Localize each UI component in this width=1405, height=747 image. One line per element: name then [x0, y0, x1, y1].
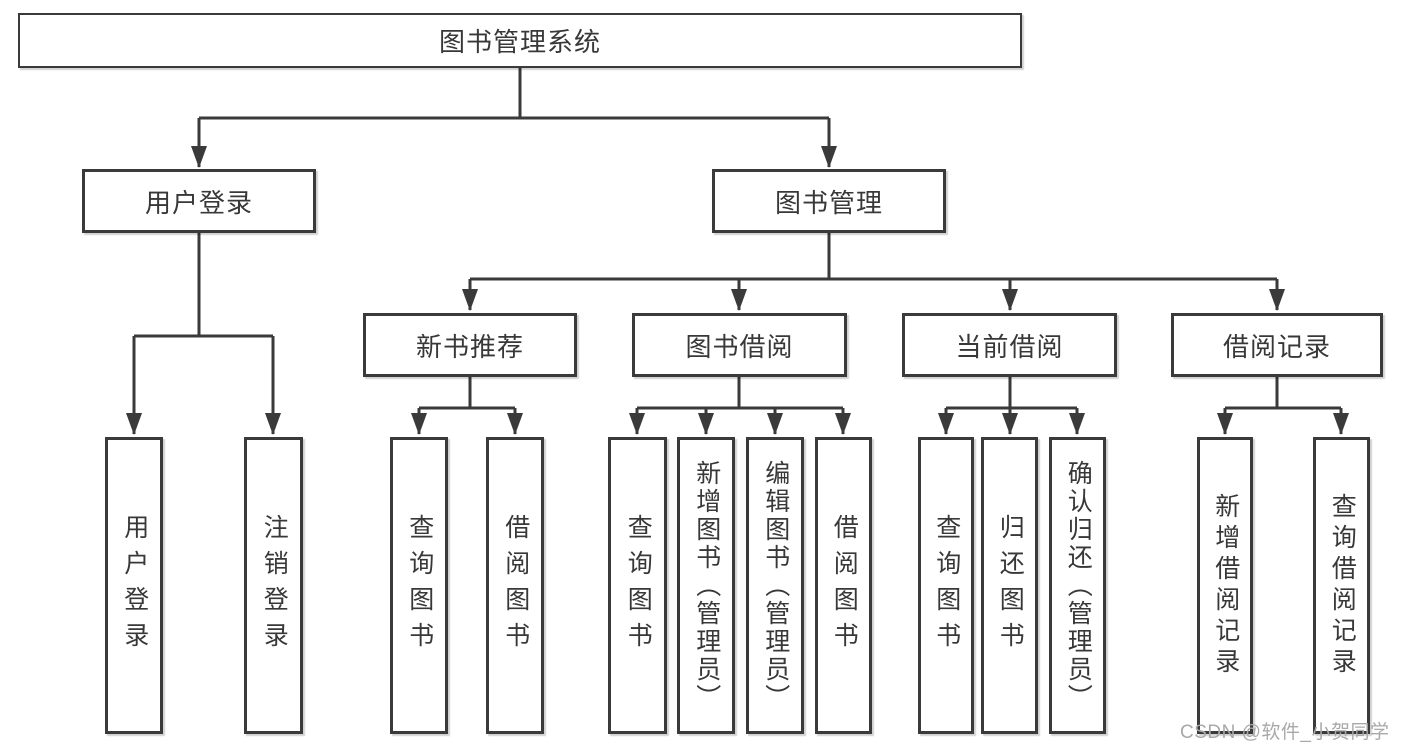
node-book-borrow: 图书借阅 — [632, 313, 847, 377]
leaf-label: 借阅图书 — [501, 513, 530, 658]
node-label: 用户登录 — [144, 187, 253, 218]
leaf-label: 注销登录 — [260, 513, 289, 658]
node-book-management: 图书管理 — [712, 169, 946, 233]
leaf-recommend-borrow-books: 借阅图书 — [486, 437, 544, 734]
leaf-edit-books-admin: 编辑图书（管理员） — [746, 437, 804, 734]
node-borrow-records: 借阅记录 — [1171, 313, 1383, 377]
leaf-label: 归还图书 — [996, 513, 1025, 658]
leaf-return-books: 归还图书 — [981, 437, 1038, 734]
leaf-label: 查询图书 — [405, 513, 434, 658]
leaf-label: 用户登录 — [120, 513, 149, 658]
leaf-label: 新增借阅记录 — [1211, 492, 1240, 679]
leaf-current-query-books: 查询图书 — [918, 437, 974, 734]
leaf-label: 借阅图书 — [830, 513, 859, 658]
node-label: 当前借阅 — [955, 331, 1064, 362]
node-library-management-system: 图书管理系统 — [18, 13, 1022, 68]
node-label: 借阅记录 — [1222, 331, 1331, 362]
leaf-label: 新增图书（管理员） — [692, 459, 721, 712]
leaf-label: 查询图书 — [932, 513, 961, 658]
leaf-label: 查询借阅记录 — [1328, 492, 1357, 679]
node-label: 图书借阅 — [685, 331, 794, 362]
node-current-borrow: 当前借阅 — [902, 313, 1117, 377]
node-label: 新书推荐 — [415, 331, 524, 362]
node-user-login: 用户登录 — [82, 169, 316, 233]
node-label: 图书管理 — [774, 187, 883, 218]
leaf-user-login: 用户登录 — [105, 437, 163, 734]
node-label: 图书管理系统 — [438, 27, 601, 57]
leaf-query-borrow-record: 查询借阅记录 — [1313, 437, 1370, 734]
leaf-borrow-books: 借阅图书 — [815, 437, 872, 734]
node-new-book-recommend: 新书推荐 — [363, 313, 577, 377]
leaf-add-borrow-record: 新增借阅记录 — [1197, 437, 1253, 734]
leaf-label: 确认归还（管理员） — [1064, 459, 1093, 712]
leaf-confirm-return-admin: 确认归还（管理员） — [1049, 437, 1106, 734]
leaf-label: 查询图书 — [624, 513, 653, 658]
leaf-add-books-admin: 新增图书（管理员） — [677, 437, 735, 734]
leaf-recommend-query-books: 查询图书 — [390, 437, 448, 734]
leaf-logout-login: 注销登录 — [244, 437, 303, 734]
leaf-label: 编辑图书（管理员） — [761, 459, 790, 712]
leaf-borrow-query-books: 查询图书 — [608, 437, 667, 734]
csdn-watermark: CSDN @软件_小贺同学 — [1180, 722, 1390, 743]
